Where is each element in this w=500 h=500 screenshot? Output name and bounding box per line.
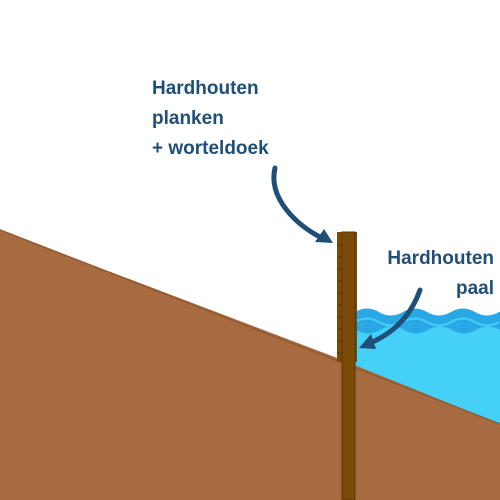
label-line: Hardhouten [387, 248, 494, 269]
water-wave-line [354, 317, 500, 327]
water-wave-band [355, 308, 500, 334]
water-body [355, 318, 500, 424]
label-line: Hardhouten [152, 78, 259, 99]
arrow-to-post [365, 287, 423, 347]
soil-surface-edge [0, 229, 500, 425]
label-hardwood-post: Hardhouten paal [387, 244, 494, 304]
arrowhead-planks [315, 229, 333, 243]
soil-embankment [0, 230, 500, 500]
arrowhead-post [359, 334, 376, 349]
label-line: planken [152, 108, 224, 129]
hardwood-post [341, 231, 356, 500]
arrow-to-planks [271, 165, 329, 243]
label-line: paal [455, 278, 494, 299]
label-line: + worteldoek [152, 138, 269, 159]
label-hardwood-planks-root-cloth: Hardhouten planken + worteldoek [152, 74, 269, 164]
plank-seams [337, 244, 342, 354]
